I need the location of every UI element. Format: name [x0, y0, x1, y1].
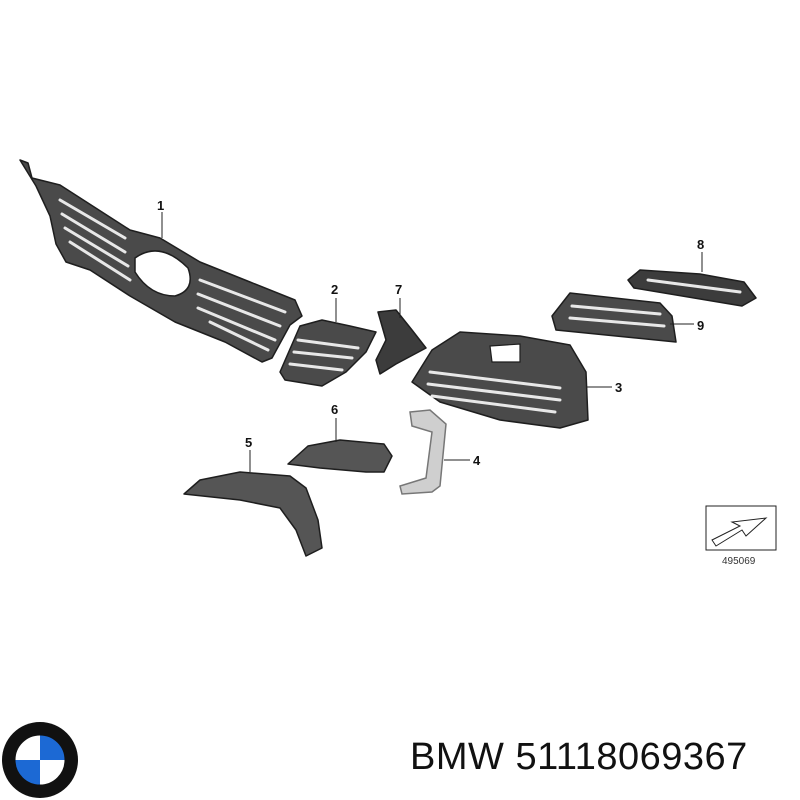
brand-name: BMW: [410, 736, 505, 778]
callout-7: 7: [395, 282, 402, 297]
part-5-corner-trim: [183, 450, 323, 557]
callout-5: 5: [245, 435, 252, 450]
callout-2: 2: [331, 282, 338, 297]
callout-6: 6: [331, 402, 338, 417]
arrow-icon: [711, 517, 768, 547]
part-9-grille-plate: [551, 292, 694, 343]
bmw-roundel-logo: [2, 722, 78, 798]
callout-1: 1: [157, 198, 164, 213]
part-caption: BMW 51118069367: [410, 736, 748, 779]
part-3-side-grille: [411, 331, 612, 429]
reference-code: 495069: [722, 556, 756, 567]
reference-box: 495069: [705, 505, 777, 567]
part-6-cover-strip: [287, 418, 393, 473]
callout-4: 4: [473, 453, 481, 468]
callout-9: 9: [697, 318, 704, 333]
callout-8: 8: [697, 237, 704, 252]
callout-3: 3: [615, 380, 622, 395]
part-4-chrome-trim: [399, 409, 470, 495]
part-2-grille-insert: [279, 298, 377, 387]
part-1-center-grille: [19, 159, 303, 363]
part-8-trim-strip: [627, 252, 757, 307]
part-number: 51118069367: [515, 736, 748, 778]
part-7-bracket: [375, 298, 427, 375]
